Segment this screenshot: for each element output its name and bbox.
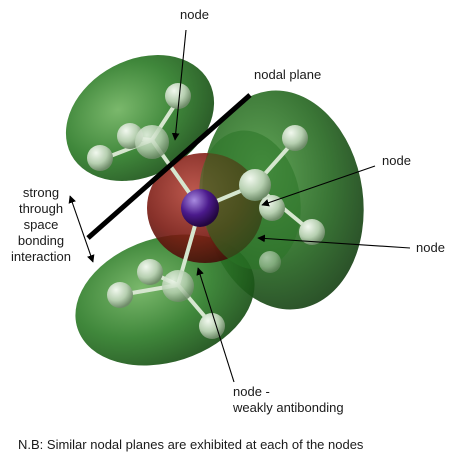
label-node-top: node [180, 7, 209, 22]
nodal-plane-line [86, 93, 252, 240]
label-line-5: interaction [11, 249, 71, 264]
label-line-4: bonding [17, 233, 65, 248]
annotation-arrows [68, 29, 411, 383]
central-atom [181, 189, 219, 227]
label-line-3: space [23, 217, 59, 232]
label-node-right-upper: node [382, 153, 411, 168]
atoms [87, 83, 325, 339]
footnote: N.B: Similar nodal planes are exhibited … [18, 437, 364, 452]
label-line-2: through [18, 201, 64, 216]
label-node-weakly-antibonding: node - weakly antibonding [233, 384, 344, 416]
label-strong-through-space: strong through space bonding interaction [2, 185, 80, 265]
label-node-dash: node - [233, 384, 270, 399]
label-node-right-lower: node [416, 240, 445, 255]
label-nodal-plane: nodal plane [254, 67, 322, 82]
label-weakly-antibonding: weakly antibonding [233, 400, 344, 415]
label-line-1: strong [22, 185, 60, 200]
